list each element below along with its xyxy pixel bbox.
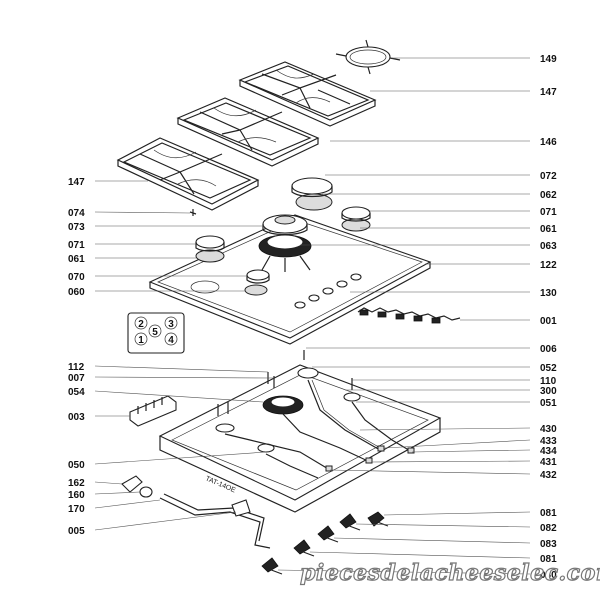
part-label: 001	[540, 316, 557, 327]
legend-number: 4	[168, 335, 174, 346]
part-label: 006	[540, 344, 557, 355]
part-label: 146	[540, 137, 557, 148]
part-label: 062	[540, 190, 557, 201]
part-label: 072	[540, 171, 557, 182]
part-label: 063	[540, 241, 557, 252]
part-label: 083	[540, 539, 557, 550]
part-label: 082	[540, 523, 557, 534]
part-label: 054	[68, 387, 85, 398]
gas-inlet-hose	[159, 493, 271, 549]
part-label: 112	[68, 362, 85, 373]
part-label: 149	[540, 54, 557, 65]
legend-number: 1	[138, 335, 144, 346]
part-label: 300	[540, 386, 557, 397]
part-label: 003	[68, 412, 85, 423]
part-label: 070	[68, 272, 85, 283]
part-label: 080	[540, 570, 557, 581]
burner-auxiliary	[244, 269, 270, 296]
control-knobs	[261, 511, 389, 575]
part-label: 005	[68, 526, 85, 537]
base-burner-cups	[215, 367, 361, 453]
part-label: 060	[68, 287, 85, 298]
hob-top-plate	[148, 214, 432, 345]
part-labels-left: 147 074 073 071 061 070 060 112 007 054 …	[68, 177, 85, 537]
part-label: 434	[540, 446, 557, 457]
part-label: 051	[540, 398, 557, 409]
part-label: 160	[68, 490, 85, 501]
burner-well-front-left	[190, 280, 220, 294]
part-label: 061	[68, 254, 85, 265]
site-watermark: piecesdelacheeselec.com	[299, 559, 600, 586]
burner-right-medium	[341, 206, 371, 232]
burner-position-legend: 2 5 3 1 4	[127, 312, 185, 354]
part-label: 050	[68, 460, 85, 471]
gas-inlet-elbow	[121, 475, 153, 498]
leader-lines	[94, 57, 531, 575]
hob-base-tray	[158, 364, 442, 513]
part-label: 073	[68, 222, 85, 233]
burner-rear-large	[291, 177, 333, 211]
part-label: 052	[540, 363, 557, 374]
part-label: 122	[540, 260, 557, 271]
injector-set	[357, 307, 461, 324]
part-label: 130	[540, 288, 557, 299]
part-label: 170	[68, 504, 85, 515]
part-label: 431	[540, 457, 557, 468]
part-label: 147	[68, 177, 85, 188]
part-label: 007	[68, 373, 85, 384]
burner-left-medium	[195, 235, 225, 263]
screw-074	[189, 209, 197, 216]
wok-ring	[335, 39, 401, 75]
part-label: 061	[540, 224, 557, 235]
part-label: 074	[68, 208, 85, 219]
part-label: 432	[540, 470, 557, 481]
pan-support-left	[116, 137, 260, 211]
pan-support-middle	[176, 97, 320, 167]
spark-generator	[129, 395, 177, 427]
part-label: 071	[68, 240, 85, 251]
part-label: 081	[540, 554, 557, 565]
legend-number: 3	[168, 319, 174, 330]
part-label: 147	[540, 87, 557, 98]
part-label: 110	[540, 376, 557, 387]
pipe-nuts	[325, 445, 415, 472]
pan-support-right	[238, 61, 377, 127]
legend-number: 2	[138, 319, 144, 330]
part-label: 162	[68, 478, 85, 489]
burner-wok	[258, 214, 312, 272]
legend-number: 5	[152, 327, 158, 338]
part-label: 430	[540, 424, 557, 435]
part-label: 081	[540, 508, 557, 519]
part-label: 433	[540, 436, 557, 447]
part-label: 071	[540, 207, 557, 218]
part-labels-right: 149 147 146 072 062 071 061 063 122 130 …	[540, 54, 557, 581]
